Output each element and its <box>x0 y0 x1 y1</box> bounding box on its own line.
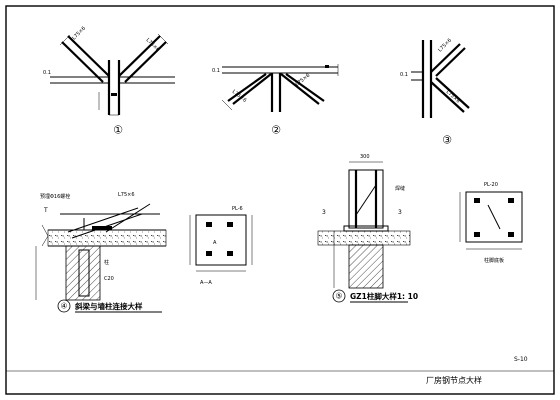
base-plate-detail-a: A PL-6 A—A <box>189 206 253 286</box>
base-plate-detail-b: PL-20 柱脚底板 <box>459 182 523 264</box>
svg-text:柱: 柱 <box>104 259 109 266</box>
svg-text:0.1: 0.1 <box>400 72 408 78</box>
section-5-title: GZ1柱脚大样1: 10 <box>350 291 418 301</box>
node-1-detail: 0.1 L75×6 L75×6 ① <box>43 25 175 137</box>
drawing-title: 厂房钢节点大样 <box>426 375 482 385</box>
svg-text:T: T <box>43 207 48 214</box>
svg-text:PL-6: PL-6 <box>232 206 243 212</box>
section-5-number: ⑤ <box>335 292 342 301</box>
section-4-number: ④ <box>60 302 67 311</box>
section-4-detail: T 预埋Φ16螺栓 L75×6 柱 C20 ④ 斜梁与墙柱连接大样 <box>35 192 167 313</box>
svg-text:0.1: 0.1 <box>43 70 51 76</box>
node-3-detail: 0.1 L75×6 L75×6 ③ <box>400 37 470 147</box>
svg-text:C20: C20 <box>104 276 114 282</box>
svg-text:预埋Φ16螺栓: 预埋Φ16螺栓 <box>40 193 70 200</box>
svg-text:L75×6: L75×6 <box>71 25 87 41</box>
node-3-label: ③ <box>442 134 452 147</box>
node-2-label: ② <box>271 124 281 137</box>
svg-text:A: A <box>213 240 217 246</box>
sheet-code: S-10 <box>514 356 528 363</box>
svg-text:0.1: 0.1 <box>212 68 220 74</box>
svg-text:L75×6: L75×6 <box>437 37 453 53</box>
node-1-label: ① <box>113 124 123 137</box>
section-4-title: 斜梁与墙柱连接大样 <box>74 301 143 311</box>
svg-text:3: 3 <box>322 209 326 216</box>
section-5-detail: 300 焊缝 3 3 ⑤ GZ1柱脚大样1: 10 <box>317 154 418 303</box>
svg-text:L75×6: L75×6 <box>145 37 161 53</box>
node-2-detail: 0.1 L75×6 L75×6 ② <box>212 64 339 137</box>
sheet-border <box>5 5 555 395</box>
svg-text:3: 3 <box>398 209 402 216</box>
svg-text:L75×6: L75×6 <box>118 192 135 198</box>
svg-text:焊缝: 焊缝 <box>395 185 405 192</box>
svg-text:PL-20: PL-20 <box>484 182 498 188</box>
svg-text:柱脚底板: 柱脚底板 <box>484 257 504 264</box>
svg-text:A—A: A—A <box>200 280 212 286</box>
svg-text:300: 300 <box>360 154 370 160</box>
